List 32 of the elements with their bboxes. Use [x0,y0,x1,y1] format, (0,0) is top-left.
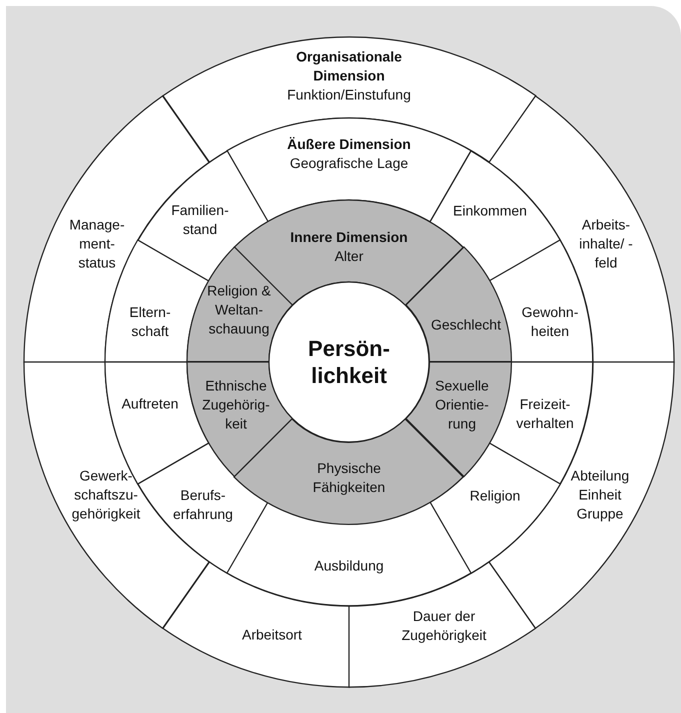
ring-segment [429,442,562,574]
segment-heading: Äußere Dimension [286,135,412,154]
segment-label: Alter [334,247,364,266]
segment-label: Eltern- schaft [128,303,172,341]
ring-segment [404,246,512,363]
segment-label: Dauer der Zugehörigkeit [400,606,488,645]
segment-label: Arbeits- inhalte/ -feld [578,215,634,272]
segment-label: Ausbildung [313,556,385,576]
segment-heading: Organisationale Dimension [295,48,403,86]
segment-label: Familien- stand [170,200,230,239]
segment-label: Arbeitsort [241,625,303,644]
segment-label: Auftreten [120,394,180,414]
ring-segment [136,150,269,282]
ring-segment [429,150,562,282]
segment-label: Geografische Lage [288,154,410,173]
segment-label: Freizeit- verhalten [515,395,575,433]
segment-label: Gewerk- schaftszu- gehörigkeit [70,466,142,524]
segment-label: Religion [468,486,522,506]
segment-label: Sexuelle Orientie- rung [434,376,490,434]
segment-label: Religion & Weltan- schauung [206,281,272,338]
segment-label: Manage- ment- status [68,215,126,272]
segment-label: Persön- lichkeit [307,335,391,389]
segment-label: Physische Fähigkeiten [312,458,386,497]
segment-label: Einkommen [452,201,528,220]
segment-label: Ethnische Zugehörig- keit [201,376,271,434]
segment-label: Berufs- erfahrung [172,486,234,524]
segment-label: Abteilung Einheit Gruppe [570,466,630,524]
ring-segment [404,361,512,478]
segment-label: Funktion/Einstufung [286,86,412,104]
segment-heading: Innere Dimension [289,228,409,247]
segment-label: Gewohn- heiten [520,303,580,341]
segment-label: Geschlecht [430,315,502,334]
